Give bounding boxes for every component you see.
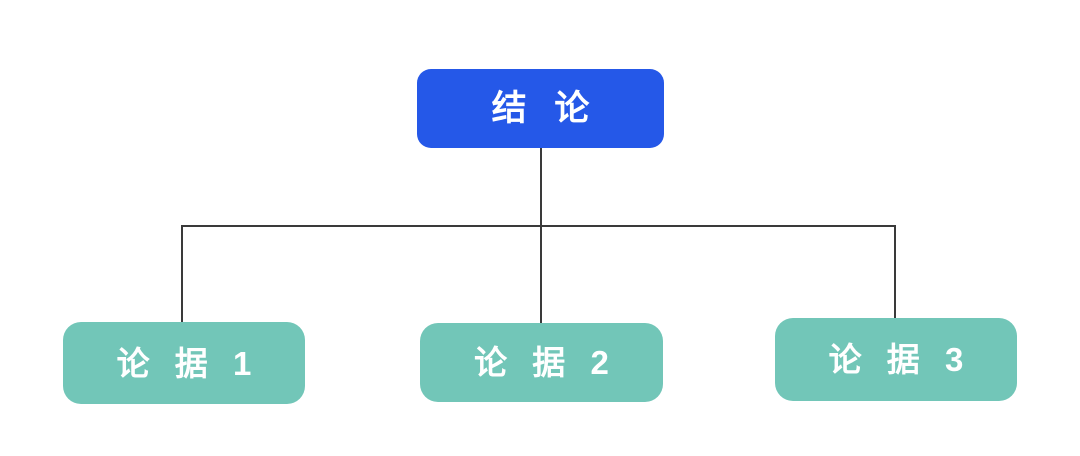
node-argument-3-label: 论 据 3 [828, 341, 972, 378]
node-argument-2[interactable]: 论 据 2 [420, 323, 663, 402]
node-conclusion[interactable]: 结 论 [417, 69, 664, 148]
node-argument-1-label: 论 据 1 [116, 344, 260, 382]
node-argument-3[interactable]: 论 据 3 [775, 318, 1017, 401]
node-argument-1[interactable]: 论 据 1 [63, 322, 305, 404]
node-argument-2-label: 论 据 2 [474, 344, 617, 381]
node-conclusion-label: 结 论 [491, 89, 599, 128]
